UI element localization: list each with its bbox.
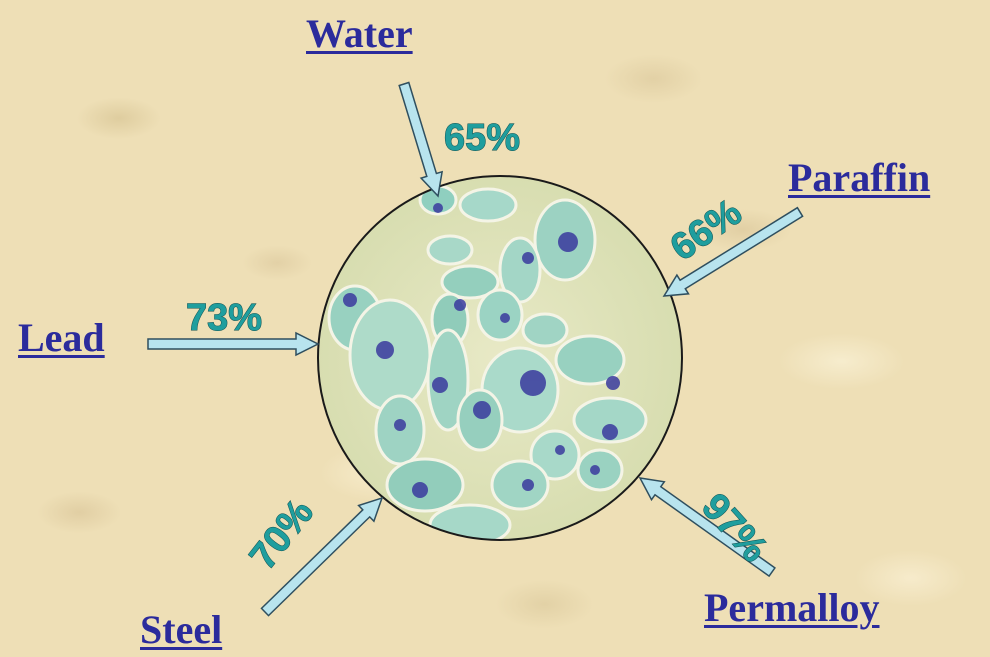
cell-micrograph — [318, 176, 682, 545]
percent-water: 65% — [444, 117, 520, 159]
percent-lead: 73% — [186, 297, 262, 339]
arrow-water — [399, 83, 442, 197]
